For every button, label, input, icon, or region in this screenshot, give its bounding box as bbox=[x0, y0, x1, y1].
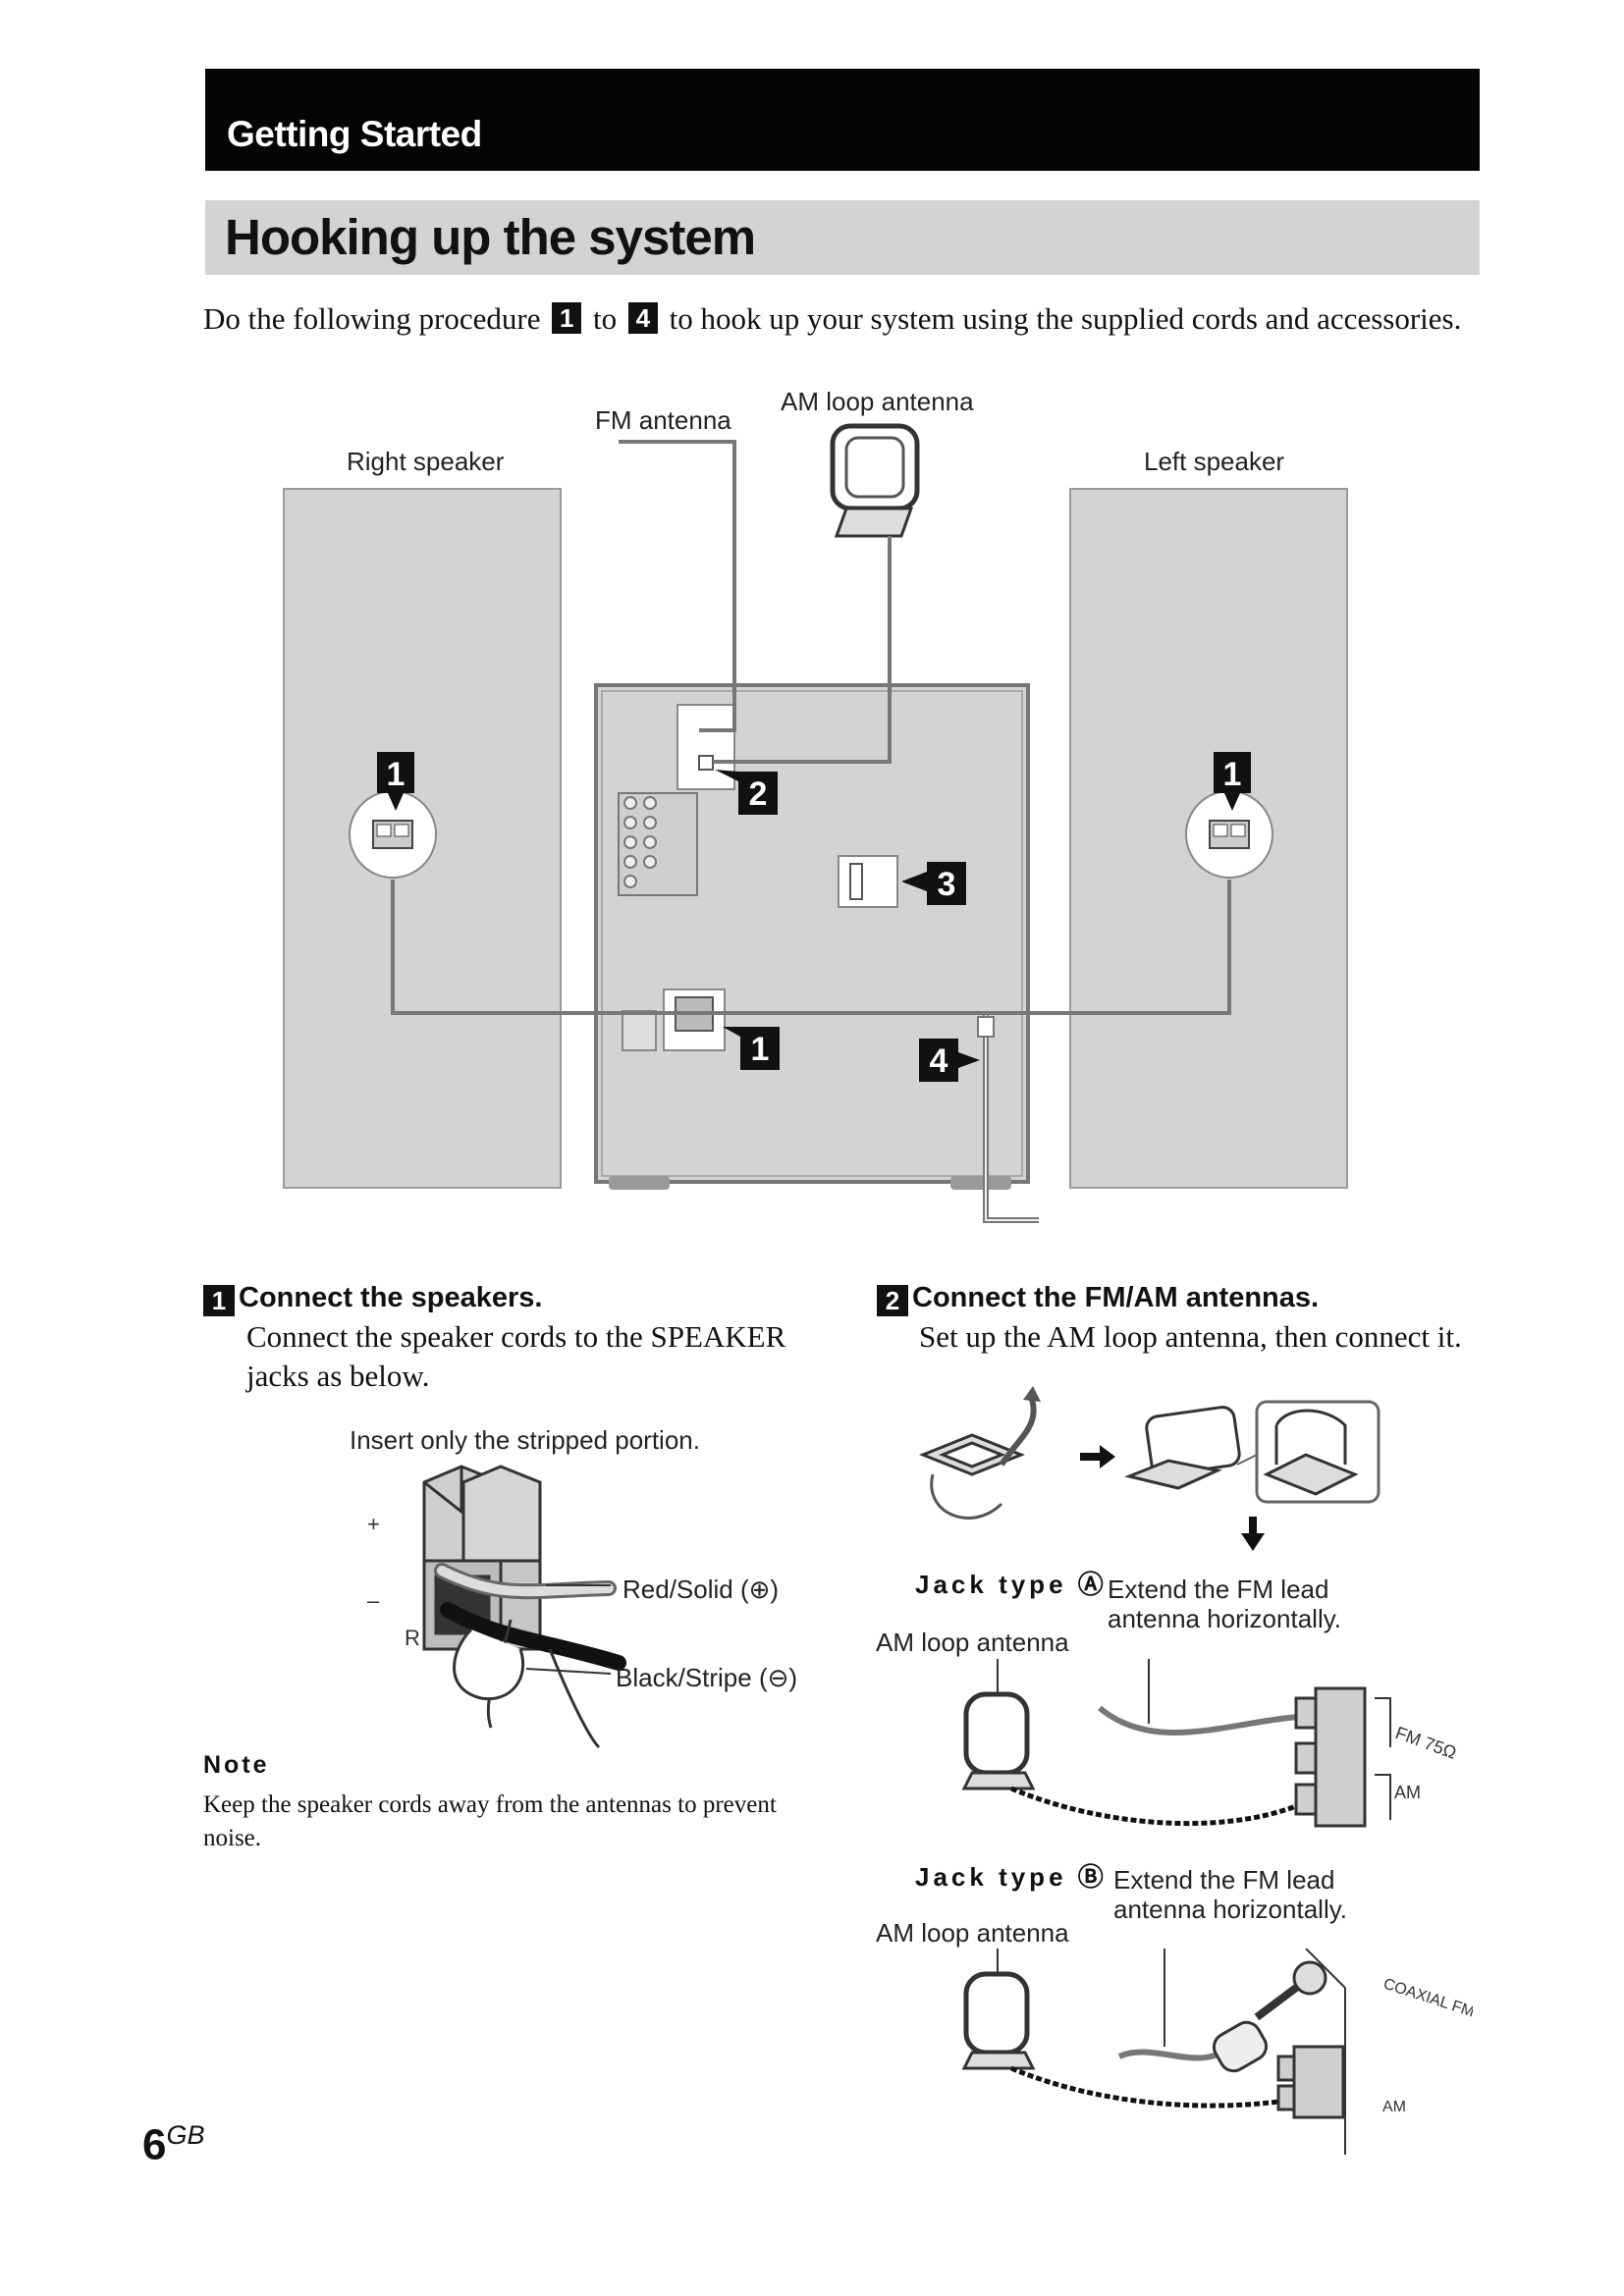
svg-text:1: 1 bbox=[387, 756, 406, 793]
antenna-terminal bbox=[677, 704, 735, 790]
am-antenna-wire bbox=[713, 536, 892, 764]
svg-text:3: 3 bbox=[938, 866, 956, 903]
am-loop-antenna bbox=[830, 423, 920, 538]
marker-1-unit: 1 bbox=[723, 1027, 780, 1070]
right-speaker-terminal-callout bbox=[349, 790, 437, 879]
step2-number: 2 bbox=[877, 1285, 908, 1316]
hookup-diagram: FM antenna AM loop antenna Right speaker… bbox=[283, 387, 1348, 1223]
step-marker-start: 1 bbox=[552, 302, 582, 334]
marker-3: 3 bbox=[901, 862, 966, 905]
svg-text:2: 2 bbox=[749, 775, 768, 813]
svg-text:1: 1 bbox=[1223, 756, 1242, 793]
left-speaker-label: Left speaker bbox=[1144, 447, 1284, 476]
marker-1-left: 1 bbox=[1214, 752, 1251, 811]
r-mark: R bbox=[405, 1626, 420, 1650]
voltage-selector bbox=[838, 855, 898, 908]
intro-text-1: Do the following procedure bbox=[203, 301, 541, 336]
arrow-down-icon bbox=[1241, 1517, 1265, 1551]
black-stripe-label: Black/Stripe (⊖) bbox=[616, 1663, 798, 1692]
unit-foot bbox=[609, 1176, 670, 1190]
main-unit bbox=[594, 683, 1030, 1184]
marker-2: 2 bbox=[715, 770, 778, 815]
jack-b-fm-note: Extend the FM lead antenna horizontally. bbox=[1113, 1865, 1348, 1924]
jack-a-fm-note: Extend the FM lead antenna horizontally. bbox=[1108, 1575, 1342, 1633]
am-loop-antenna-label: AM loop antenna bbox=[781, 387, 974, 416]
jack-b-am-label: AM loop antenna bbox=[876, 1918, 1069, 1948]
jack-a-fm-tag: FM 75Ω bbox=[1393, 1723, 1459, 1763]
left-speaker-terminal-callout bbox=[1185, 790, 1273, 879]
step1-number: 1 bbox=[203, 1285, 235, 1316]
minus-mark: – bbox=[367, 1588, 380, 1613]
unit-foot bbox=[950, 1176, 1011, 1190]
jack-type-b-label: Jack type Ⓑ bbox=[915, 1862, 1108, 1892]
page-title-bar: Hooking up the system bbox=[205, 200, 1480, 275]
svg-text:4: 4 bbox=[930, 1042, 948, 1080]
right-speaker-label: Right speaker bbox=[347, 447, 505, 476]
intro-to: to bbox=[592, 301, 618, 336]
intro-paragraph: Do the following procedure 1 to 4 to hoo… bbox=[203, 300, 1480, 338]
jack-b-am-tag: AM bbox=[1382, 2099, 1406, 2115]
page-title: Hooking up the system bbox=[225, 209, 756, 265]
jack-b-coax-tag: COAXIAL FM 75Ω bbox=[1381, 1976, 1473, 2032]
page-number-value: 6 bbox=[142, 2120, 167, 2169]
step-marker-end: 4 bbox=[627, 302, 658, 334]
red-solid-label: Red/Solid (⊕) bbox=[623, 1575, 780, 1604]
jack-type-b-illustration: COAXIAL FM 75Ω AM bbox=[961, 1949, 1473, 2155]
av-jacks bbox=[618, 792, 698, 896]
arrow-right-icon bbox=[1080, 1445, 1115, 1468]
step2-title: Connect the FM/AM antennas. bbox=[912, 1282, 1320, 1313]
section-title: Getting Started bbox=[227, 114, 482, 154]
page-number: 6GB bbox=[142, 2120, 205, 2170]
note-body: Keep the speaker cords away from the ant… bbox=[203, 1791, 777, 1851]
step2-body: Set up the AM loop antenna, then connect… bbox=[919, 1319, 1462, 1354]
jack-type-a-label: Jack type Ⓐ bbox=[915, 1570, 1108, 1599]
step1-title: Connect the speakers. bbox=[239, 1282, 543, 1313]
note-heading: Note bbox=[203, 1751, 270, 1779]
svg-text:1: 1 bbox=[751, 1031, 770, 1068]
am-loop-setup-illustration bbox=[918, 1386, 1380, 1551]
step1-body: Connect the speaker cords to the SPEAKER… bbox=[246, 1319, 786, 1393]
plus-mark: + bbox=[367, 1512, 380, 1536]
speaker-jack-illustration: + – R bbox=[367, 1465, 626, 1749]
jack-a-am-tag: AM bbox=[1394, 1783, 1421, 1802]
intro-text-2: to hook up your system using the supplie… bbox=[669, 301, 1462, 336]
section-header-bar: Getting Started bbox=[205, 69, 1480, 171]
jack-type-a-illustration: FM 75Ω AM bbox=[961, 1659, 1459, 1828]
marker-4: 4 bbox=[919, 1039, 980, 1082]
fm-antenna-wire bbox=[619, 440, 736, 732]
insert-caption: Insert only the stripped portion. bbox=[350, 1425, 700, 1455]
marker-1-right: 1 bbox=[377, 752, 414, 811]
fm-antenna-label: FM antenna bbox=[595, 405, 731, 435]
jack-a-am-label: AM loop antenna bbox=[876, 1628, 1069, 1657]
speaker-cord bbox=[391, 880, 1231, 1015]
page-number-suffix: GB bbox=[166, 2120, 205, 2150]
